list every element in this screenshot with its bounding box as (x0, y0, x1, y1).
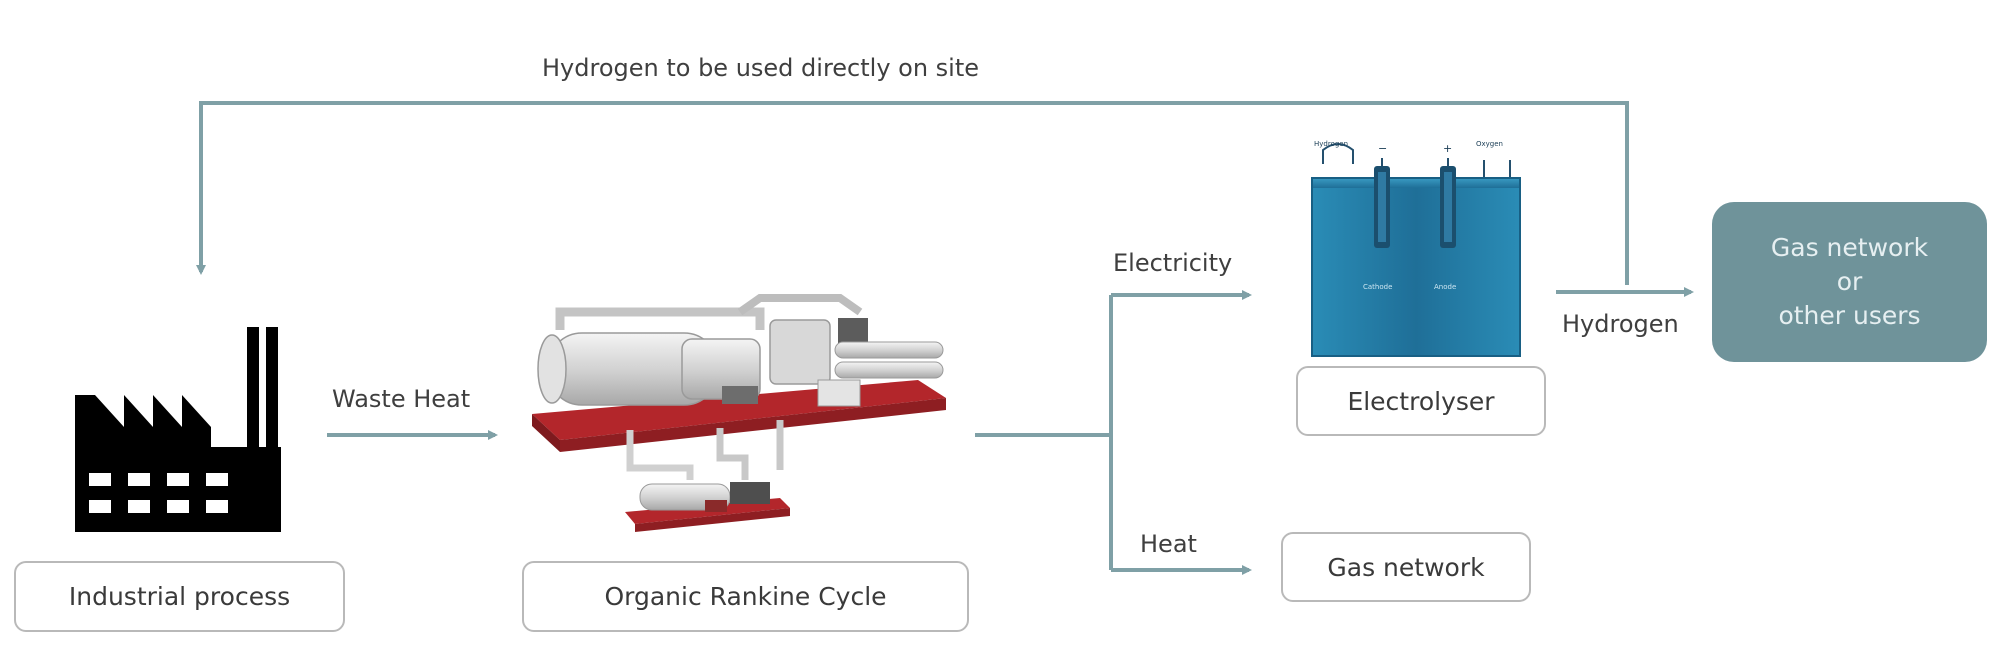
waste-heat-label: Waste Heat (332, 385, 471, 413)
orc-box: Organic Rankine Cycle (522, 561, 969, 632)
electrolyser-image (1311, 143, 1521, 357)
electrolyser-minus-tag: − (1378, 142, 1388, 155)
orc-machine-image (532, 294, 946, 532)
heat-label: Heat (1140, 530, 1197, 558)
destination-line-2: or (1836, 267, 1863, 297)
factory-icon (75, 327, 281, 532)
electrolyser-hydrogen-tag: Hydrogen (1314, 140, 1349, 148)
electrolyser-plus-tag: + (1443, 142, 1453, 155)
destination-line-1: Gas network (1770, 233, 1929, 263)
destination-line-3: other users (1778, 300, 1921, 330)
electrolyser-box: Electrolyser (1296, 366, 1546, 436)
destination-box: Gas network or other users (1712, 202, 1987, 362)
gas-network-box: Gas network (1281, 532, 1531, 602)
electrolyser-oxygen-tag: Oxygen (1476, 140, 1503, 148)
electrolyser-cathode-tag: Cathode (1363, 283, 1393, 291)
hydrogen-loop-arrow (196, 101, 1629, 285)
industrial-process-box: Industrial process (14, 561, 345, 632)
electrolyser-anode-tag: Anode (1434, 283, 1457, 291)
electricity-label: Electricity (1113, 249, 1233, 277)
hydrogen-label: Hydrogen (1562, 310, 1679, 338)
hydrogen-loop-label: Hydrogen to be used directly on site (542, 54, 980, 82)
